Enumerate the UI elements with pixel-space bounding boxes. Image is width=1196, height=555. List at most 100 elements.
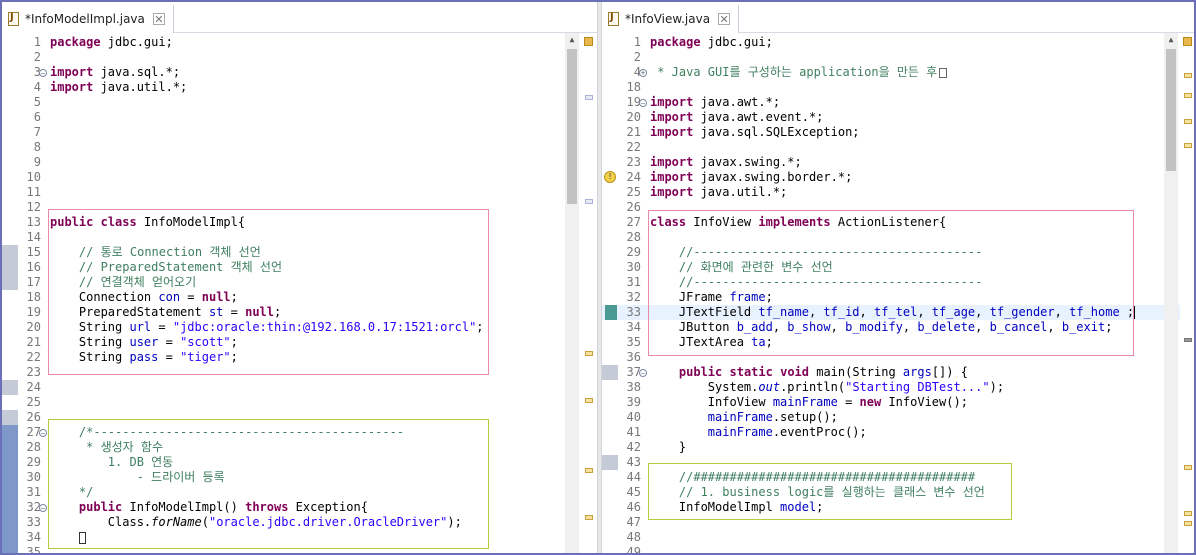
fold-expand-icon[interactable]: + xyxy=(639,69,647,77)
line-number: 44 xyxy=(626,470,641,484)
code-token: Connection xyxy=(50,290,159,304)
left-vertical-scrollbar[interactable]: ▲ xyxy=(565,33,579,553)
code-line[interactable]: 47 xyxy=(602,515,1194,530)
code-line[interactable]: 21 String user = "scott"; xyxy=(2,335,597,350)
code-line[interactable]: 22 xyxy=(602,140,1194,155)
fold-collapse-icon[interactable]: – xyxy=(639,99,647,107)
close-icon[interactable]: ✕ xyxy=(718,12,731,26)
code-line[interactable]: 22 String pass = "tiger"; xyxy=(2,350,597,365)
scroll-up-icon[interactable]: ▲ xyxy=(569,35,575,44)
code-line[interactable]: 44 //###################################… xyxy=(602,470,1194,485)
folded-content-icon[interactable] xyxy=(939,67,948,78)
code-line[interactable]: 7 xyxy=(2,125,597,140)
code-line[interactable]: 20 String url = "jdbc:oracle:thin:@192.1… xyxy=(2,320,597,335)
scrollbar-thumb[interactable] xyxy=(567,49,577,204)
code-line[interactable]: 35 xyxy=(2,545,597,553)
code-text: package jdbc.gui; xyxy=(650,35,773,50)
code-line[interactable]: 11 xyxy=(2,185,597,200)
code-token: "scott" xyxy=(180,335,231,349)
code-line[interactable]: 28 * 생성자 함수 xyxy=(2,440,597,455)
code-line[interactable]: 6 xyxy=(2,110,597,125)
code-line[interactable]: 31 //-----------------------------------… xyxy=(602,275,1194,290)
code-line[interactable]: 40 mainFrame.setup(); xyxy=(602,410,1194,425)
code-line[interactable]: 9 xyxy=(2,155,597,170)
code-line[interactable]: 26 xyxy=(602,200,1194,215)
code-line[interactable]: 8 xyxy=(2,140,597,155)
code-line[interactable]: 42 } xyxy=(602,440,1194,455)
fold-collapse-icon[interactable]: – xyxy=(39,429,47,437)
code-line[interactable]: 38 System.out.println("Starting DBTest..… xyxy=(602,380,1194,395)
tab-label: *InfoModelImpl.java xyxy=(25,12,145,26)
fold-collapse-icon[interactable]: – xyxy=(639,369,647,377)
scroll-up-icon[interactable]: ▲ xyxy=(1168,35,1174,44)
code-line[interactable]: 49 xyxy=(602,545,1194,555)
code-line[interactable]: 10 xyxy=(2,170,597,185)
code-line[interactable]: 33 Class.forName("oracle.jdbc.driver.Ora… xyxy=(2,515,597,530)
code-token: static xyxy=(729,365,773,379)
close-icon[interactable]: ✕ xyxy=(152,12,165,26)
code-line[interactable]: 28 xyxy=(602,230,1194,245)
code-line[interactable]: 45 // 1. business logic를 실행하는 클래스 변수 선언 xyxy=(602,485,1194,500)
code-line[interactable]: 41 mainFrame.eventProc(); xyxy=(602,425,1194,440)
code-line[interactable]: 27– /*----------------------------------… xyxy=(2,425,597,440)
code-line[interactable]: 15 // 통로 Connection 객체 선언 xyxy=(2,245,597,260)
code-line[interactable]: 14 xyxy=(2,230,597,245)
code-line[interactable]: 5 xyxy=(2,95,597,110)
code-line[interactable]: 30 // 화면에 관련한 변수 선언 xyxy=(602,260,1194,275)
code-line[interactable]: 24 xyxy=(2,380,597,395)
code-line[interactable]: 29 1. DB 연동 xyxy=(2,455,597,470)
ruler-marker xyxy=(2,440,18,455)
code-line[interactable]: 3–import java.sql.*; xyxy=(2,65,597,80)
tab-infomodelimpl[interactable]: J *InfoModelImpl.java ✕ xyxy=(2,5,174,33)
code-line[interactable]: 46 InfoModelImpl model; xyxy=(602,500,1194,515)
code-line[interactable]: 4+ * Java GUI를 구성하는 application을 만든 후 xyxy=(602,65,1194,80)
code-line[interactable]: 35 JTextArea ta; xyxy=(602,335,1194,350)
scrollbar-thumb[interactable] xyxy=(1166,49,1176,171)
fold-collapse-icon[interactable]: – xyxy=(39,504,47,512)
line-number: 49 xyxy=(626,545,641,555)
code-line[interactable]: 37– public static void main(String args[… xyxy=(602,365,1194,380)
code-line[interactable]: 34 xyxy=(2,530,597,545)
right-vertical-scrollbar[interactable]: ▲ xyxy=(1164,33,1178,553)
code-line[interactable]: 32 JFrame frame; xyxy=(602,290,1194,305)
code-line[interactable]: 2 xyxy=(2,50,597,65)
code-line[interactable]: 16 // PreparedStatement 객체 선언 xyxy=(2,260,597,275)
code-token: .println( xyxy=(780,380,846,394)
code-line[interactable]: 36 xyxy=(602,350,1194,365)
ruler-marker xyxy=(2,485,18,500)
code-line[interactable]: 48 xyxy=(602,530,1194,545)
code-line[interactable]: 34 JButton b_add, b_show, b_modify, b_de… xyxy=(602,320,1194,335)
code-line[interactable]: 19–import java.awt.*; xyxy=(602,95,1194,110)
code-line[interactable]: 23 xyxy=(2,365,597,380)
code-line[interactable]: 19 PreparedStatement st = null; xyxy=(2,305,597,320)
code-line[interactable]: 32– public InfoModelImpl() throws Except… xyxy=(2,500,597,515)
pane-divider[interactable] xyxy=(597,2,602,553)
code-line[interactable]: 39 InfoView mainFrame = new InfoView(); xyxy=(602,395,1194,410)
code-line[interactable]: 25 xyxy=(2,395,597,410)
code-line[interactable]: 30 - 드라이버 등록 xyxy=(2,470,597,485)
code-line[interactable]: 17 // 연결객체 얻어오기 xyxy=(2,275,597,290)
code-line[interactable]: 12 xyxy=(2,200,597,215)
code-line[interactable]: 18 Connection con = null; xyxy=(2,290,597,305)
code-line[interactable]: 29 //-----------------------------------… xyxy=(602,245,1194,260)
fold-collapse-icon[interactable]: – xyxy=(39,69,47,77)
code-line[interactable]: 18 xyxy=(602,80,1194,95)
code-line[interactable]: 2 xyxy=(602,50,1194,65)
tab-infoview[interactable]: J *InfoView.java ✕ xyxy=(602,5,740,33)
code-line[interactable]: 31 */ xyxy=(2,485,597,500)
code-line[interactable]: 33 JTextField tf_name, tf_id, tf_tel, tf… xyxy=(602,305,1194,320)
code-line[interactable]: 26 xyxy=(2,410,597,425)
code-line[interactable]: 43 xyxy=(602,455,1194,470)
